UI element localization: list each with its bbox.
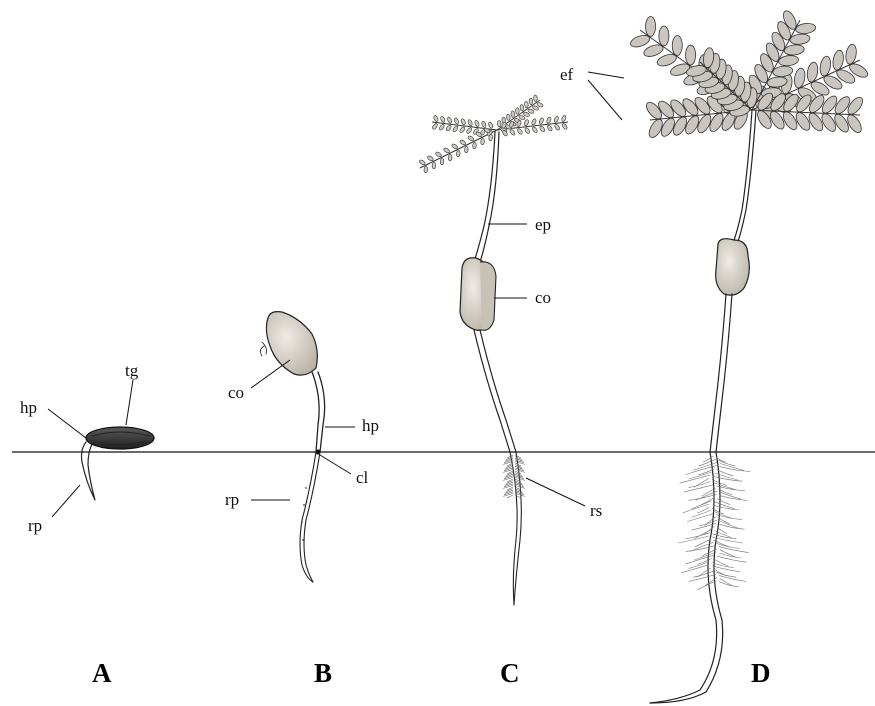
stage-c-letter: C — [500, 658, 520, 688]
stage-c-seedling — [419, 95, 568, 605]
stage-d-label-ef: ef — [560, 65, 574, 84]
stage-b-label-co: co — [228, 383, 244, 402]
stage-a-seed — [86, 427, 154, 449]
stage-b-label-cl: cl — [356, 468, 369, 487]
stage-c-label-ep: ep — [535, 215, 551, 234]
stage-b-letter: B — [314, 658, 332, 688]
stage-a-radicle — [82, 442, 96, 500]
stage-b-label-rp: rp — [225, 490, 239, 509]
stage-a-label-hp: hp — [20, 398, 37, 417]
stage-a-letter: A — [92, 658, 112, 688]
stage-d-cotyledons — [716, 239, 750, 295]
stage-b-label-hp: hp — [362, 416, 379, 435]
stage-b-cotyledons — [266, 312, 317, 376]
stage-b-seedling — [260, 312, 324, 582]
stage-a-label-rp: rp — [28, 516, 42, 535]
stage-c-label-rs: rs — [590, 501, 602, 520]
stage-a-seedling — [82, 427, 155, 500]
stage-c-label-co: co — [535, 288, 551, 307]
stage-d-eophylls — [629, 9, 870, 140]
stage-d-seedling — [629, 9, 870, 703]
stage-d-letter: D — [751, 658, 771, 688]
stage-a-label-tg: tg — [125, 361, 139, 380]
